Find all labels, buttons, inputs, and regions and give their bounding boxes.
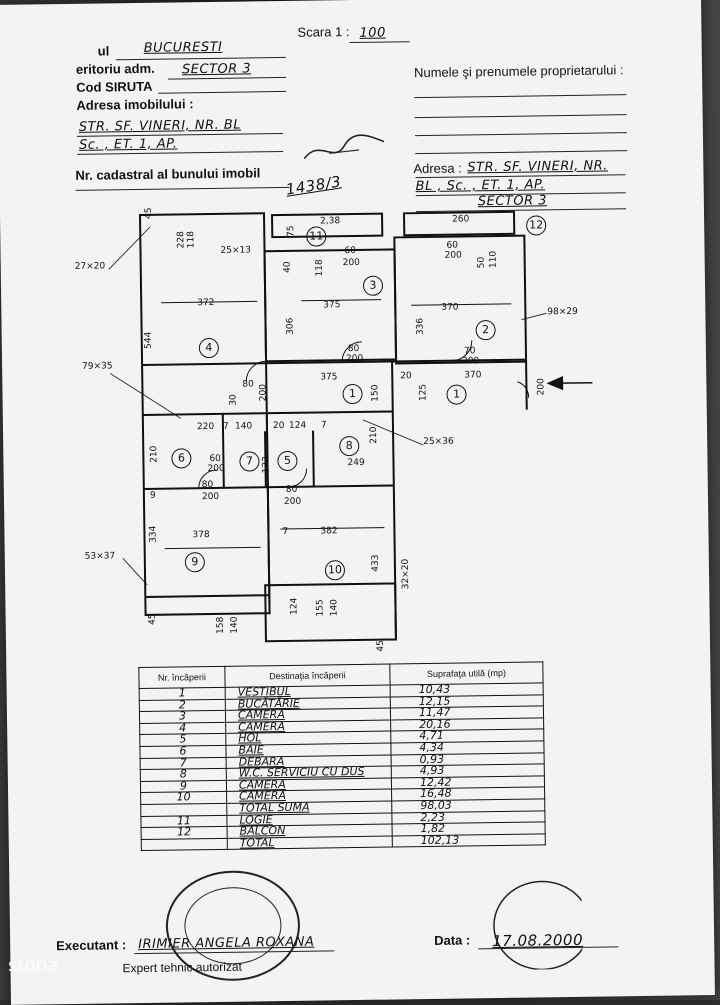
room-dest-cell: TOTAL (227, 835, 393, 850)
dim-label: 260 (452, 214, 470, 225)
dim-label: 124 (289, 597, 300, 615)
dim-label: 45 (375, 640, 387, 652)
dim-label: 9 (149, 490, 156, 501)
dim-label: 45 (143, 207, 155, 219)
dim-label: 306 (285, 317, 296, 335)
dim-label: 433 (370, 554, 382, 572)
dim-label: 200 (536, 378, 547, 396)
dim-label: 7 (222, 421, 229, 432)
dim-label: 40 (282, 261, 293, 273)
dim-label: 228 (176, 231, 187, 249)
dim-label: 210 (149, 445, 160, 463)
dim-label: 375 (323, 300, 341, 311)
dim-label: 200 (342, 257, 360, 269)
dim-label: 7 (282, 526, 289, 538)
executant-label: Executant : (56, 937, 127, 954)
dim-label: 378 (192, 530, 210, 541)
dim-label: 50 (476, 256, 487, 269)
round-stamp (165, 870, 300, 981)
room-number-3: 3 (362, 275, 384, 296)
dim-label: 32×20 (400, 558, 412, 590)
dim-label: 200 (201, 491, 220, 503)
dim-label: 79×35 (82, 361, 113, 372)
dim-label: 25×13 (220, 245, 252, 256)
dim-label: 2,38 (320, 216, 341, 227)
data-label: Data : (434, 932, 471, 948)
dim-label: 110 (488, 250, 499, 269)
dim-label: 334 (148, 525, 159, 543)
dim-label: 200 (207, 463, 225, 475)
dim-label: 75 (286, 225, 297, 237)
room-area-cell: 102,13 (392, 833, 546, 848)
dim-label: 210 (368, 426, 380, 444)
signature-scribble (303, 134, 385, 160)
dim-label: 382 (320, 526, 338, 537)
dim-label: 45 (147, 613, 158, 625)
col-header-nr: Nr. încăperii (138, 666, 226, 689)
dim-label: 336 (415, 317, 426, 336)
dim-label: 80 (201, 479, 214, 491)
dim-label: 200 (283, 496, 302, 508)
dim-label: 60 (446, 240, 458, 251)
dim-label: 140 (234, 421, 253, 432)
dim-label: 375 (320, 372, 338, 383)
room-number-1b: 1 (446, 384, 467, 405)
storia-watermark: storia (8, 955, 59, 976)
col-header-dest: Destinaţia încăperii (224, 664, 391, 688)
dim-label: 140 (229, 616, 240, 634)
dim-label: 118 (186, 231, 197, 249)
dim-label: 7 (320, 420, 327, 431)
dim-label: 133 (261, 455, 272, 474)
dim-label: 20 (272, 420, 285, 432)
dim-label: 158 (215, 616, 226, 634)
dim-label: 140 (329, 599, 340, 617)
dim-label: 200 (345, 353, 364, 365)
executant-value: IRIMIER ANGELA ROXANA (138, 934, 315, 953)
dim-label: 80 (347, 343, 360, 355)
dim-label: 220 (196, 421, 215, 433)
col-header-sup: Suprafaţa utilă (mp) (389, 661, 544, 686)
dim-label: 70 (463, 346, 476, 357)
room-number-6: 6 (171, 448, 192, 469)
room-number-8: 8 (339, 435, 360, 457)
dim-label: 98×29 (547, 306, 578, 318)
dim-label: 200 (462, 356, 480, 367)
dim-label: 124 (288, 420, 307, 431)
dim-label: 27×20 (74, 261, 106, 272)
dim-label: 155 (315, 599, 326, 617)
dim-label: 80 (285, 484, 298, 495)
expert-label: Expert tehnic autorizat (122, 959, 243, 976)
dim-label: 200 (258, 384, 269, 402)
dim-label: 370 (441, 302, 459, 313)
dim-label: 60 (344, 245, 357, 257)
dim-label: 80 (242, 379, 254, 390)
dim-label: 150 (370, 384, 381, 402)
dim-label: 25×36 (423, 436, 454, 448)
dim-label: 125 (418, 383, 429, 402)
room-number-4: 4 (198, 337, 220, 359)
room-number-1: 1 (342, 383, 363, 405)
room-nr-cell (141, 838, 228, 851)
floor-plan (108, 210, 593, 643)
dim-label: 200 (444, 250, 462, 261)
round-stamp-2 (493, 880, 583, 971)
dim-label: 60 (209, 453, 221, 465)
dim-label: 20 (400, 371, 412, 382)
dim-label: 372 (197, 297, 215, 309)
dim-label: 544 (143, 331, 154, 349)
dim-label: 30 (228, 394, 239, 406)
dim-label: 118 (314, 259, 325, 277)
dim-label: 53×37 (84, 551, 116, 562)
rooms-table: Nr. încăperii Destinaţia încăperii Supra… (138, 661, 546, 851)
dim-label: 370 (464, 370, 482, 381)
dim-label: 249 (347, 457, 365, 469)
room-number-9: 9 (184, 552, 205, 573)
